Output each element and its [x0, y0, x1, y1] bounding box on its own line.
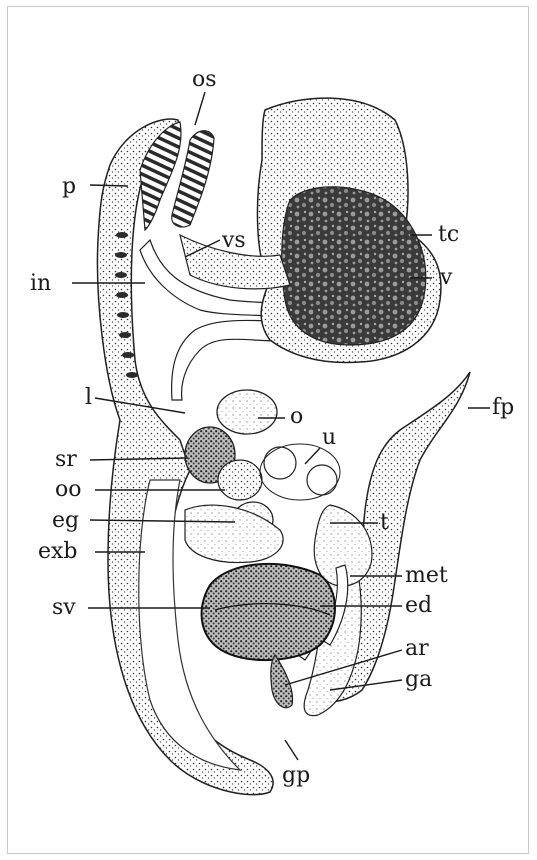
label-oo: oo — [55, 477, 82, 502]
label-p: p — [62, 174, 76, 199]
label-vs: vs — [221, 228, 246, 253]
label-ga: ga — [405, 667, 432, 692]
urinary-vesicle-2 — [307, 465, 337, 495]
label-l: l — [85, 385, 92, 410]
seminal-vesicle — [202, 564, 335, 660]
urinary-vesicle-1 — [264, 447, 296, 479]
label-t: t — [380, 510, 389, 535]
label-ar: ar — [405, 636, 429, 661]
label-v: v — [439, 265, 453, 290]
label-eg: eg — [52, 508, 79, 533]
label-met: met — [405, 563, 448, 588]
label-sr: sr — [55, 447, 77, 472]
label-o: o — [290, 404, 303, 429]
label-os: os — [192, 67, 217, 92]
label-ed: ed — [405, 593, 432, 618]
label-sv: sv — [52, 595, 76, 620]
label-in: in — [30, 271, 51, 296]
label-exb: exb — [38, 539, 78, 564]
label-u: u — [322, 425, 336, 450]
label-fp: fp — [492, 395, 514, 420]
label-tc: tc — [438, 222, 459, 247]
ovary-o — [217, 390, 277, 434]
oocyte — [218, 460, 262, 500]
label-gp: gp — [282, 763, 310, 788]
atrial-region — [271, 655, 293, 708]
